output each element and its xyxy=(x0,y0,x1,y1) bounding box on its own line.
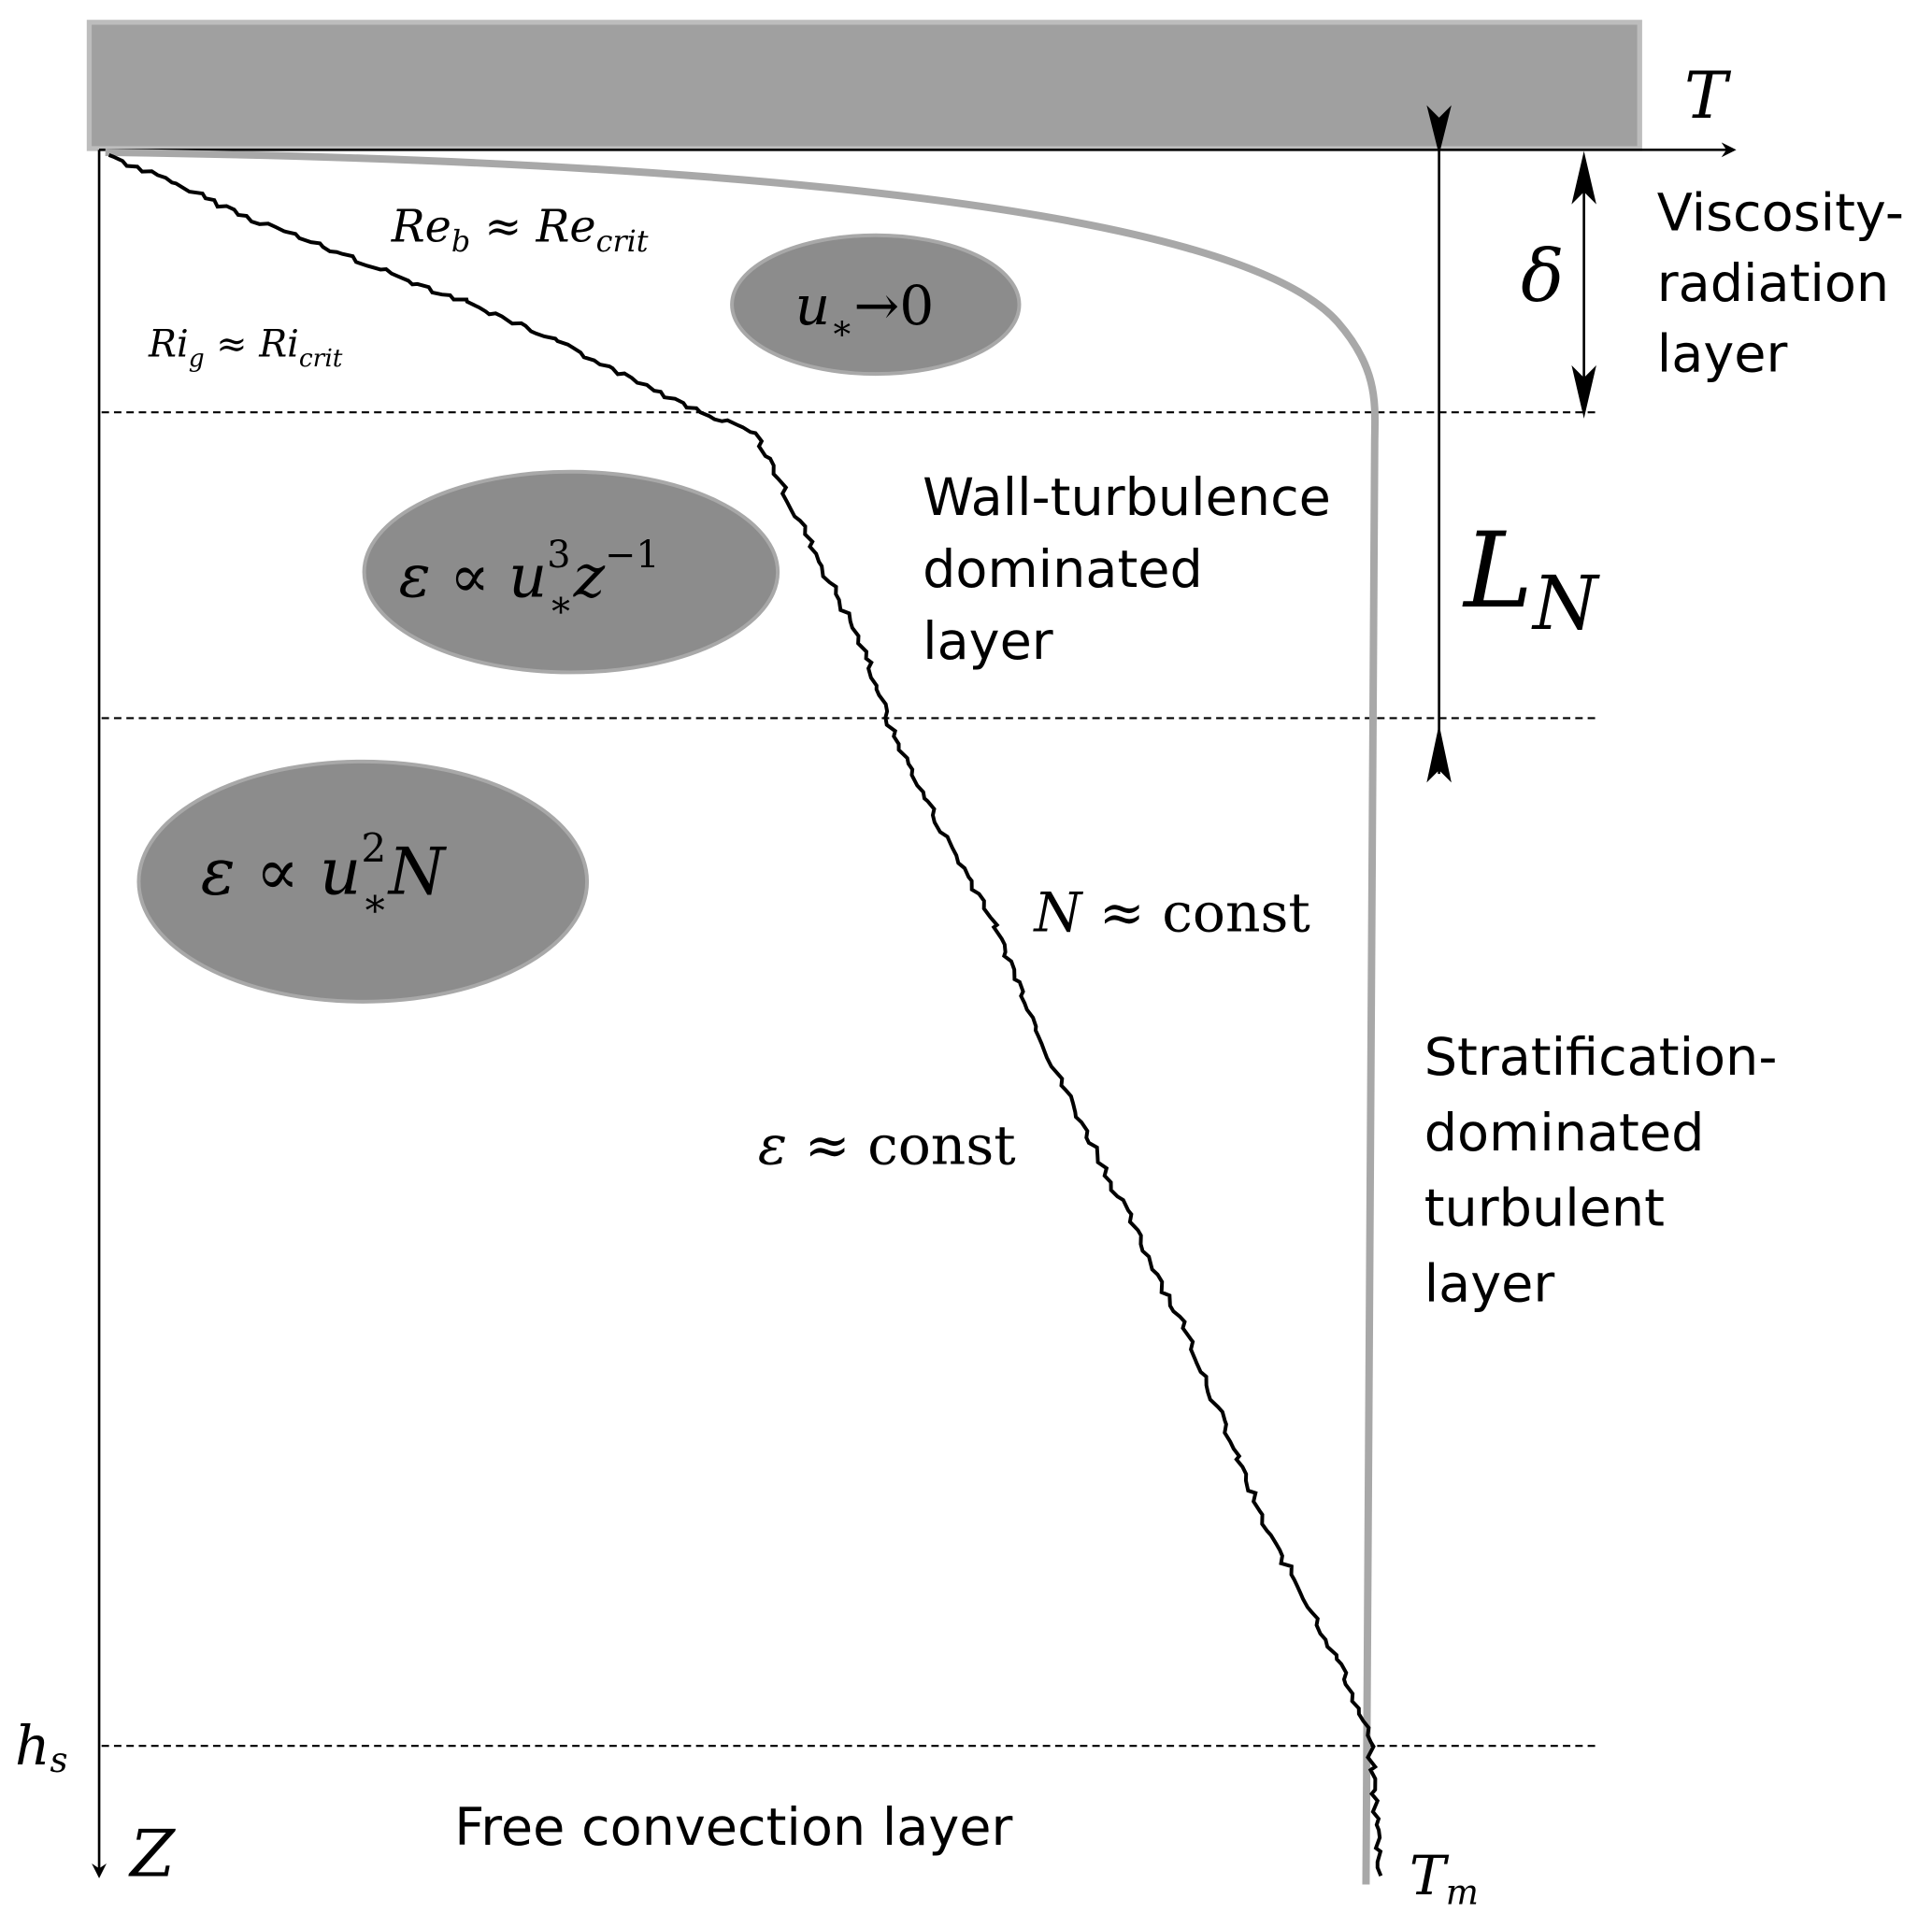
rig-label: Rig ≈ Ricrit xyxy=(148,323,343,374)
ustar-label: u∗→0 xyxy=(795,274,935,348)
delta-arrowhead-bottom xyxy=(1571,364,1596,419)
z-axis-label: Z xyxy=(128,1817,176,1892)
ellipse-strat-dissipation xyxy=(136,759,590,1004)
n-const-label: N ≈ const xyxy=(1032,880,1309,944)
hs-label: hs xyxy=(15,1714,68,1780)
wall-layer-label: Wall-turbulence dominated layer xyxy=(923,467,1347,672)
viscosity-layer-label: Viscosity- radiation layer xyxy=(1657,182,1921,384)
strat-dissipation-formula: ε ∝ u2∗N xyxy=(201,825,448,925)
temperature-profile xyxy=(105,148,1380,1885)
free-convection-layer-label: Free convection layer xyxy=(454,1797,1012,1858)
ln-arrowhead-top xyxy=(1426,105,1452,155)
delta-label: δ xyxy=(1521,236,1564,319)
dissipation-profile xyxy=(107,153,1383,1877)
t-axis-label: T xyxy=(1684,59,1732,134)
layer-boundaries xyxy=(101,411,1598,1748)
ice-slab xyxy=(86,20,1642,151)
ln-label: LN xyxy=(1462,511,1600,647)
delta-arrowhead-top xyxy=(1571,150,1596,205)
ln-arrowhead-bottom xyxy=(1426,724,1452,783)
ellipse-ustar-zero xyxy=(730,233,1022,377)
tm-label: Tm xyxy=(1410,1844,1479,1913)
reb-label: Reb ≈ Recrit xyxy=(391,201,649,259)
eps-const-label: ε ≈ const xyxy=(758,1113,1016,1177)
ellipse-wall-dissipation xyxy=(362,469,780,675)
wall-dissipation-formula: ε ∝ u3∗z−1 xyxy=(399,534,660,626)
stratification-layer-label: Stratification- dominated turbulent laye… xyxy=(1424,1027,1794,1314)
